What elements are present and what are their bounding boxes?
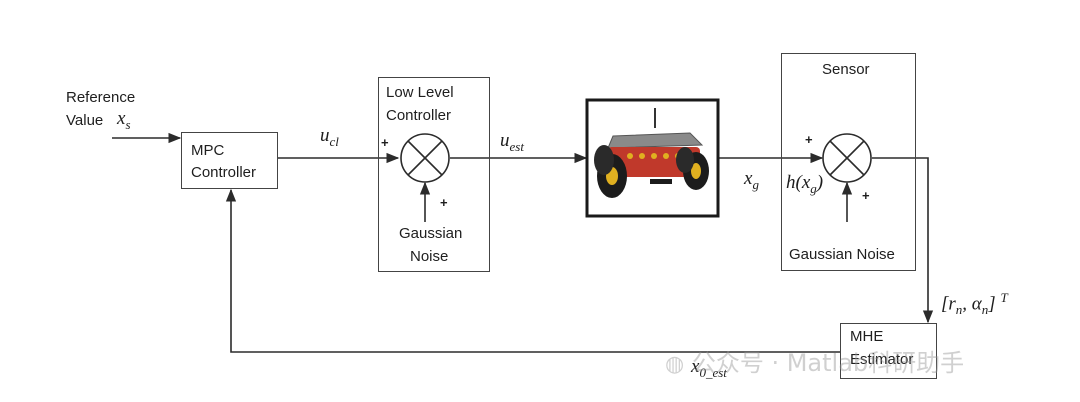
noise1-label-line1: Gaussian	[399, 225, 463, 242]
xg-signal-label: xg	[744, 168, 759, 192]
feedback-arrow	[225, 188, 840, 353]
plus-sign-sum2-left: +	[805, 132, 813, 147]
summing-junction-2	[822, 133, 872, 183]
sensor-noise-label: Gaussian Noise	[789, 246, 895, 263]
mhe-estimator-block	[840, 323, 937, 379]
low-level-label-line1: Low Level	[386, 84, 454, 101]
sensor-block	[781, 53, 916, 271]
noise1-label-line2: Noise	[410, 248, 449, 265]
xs-symbol: xs	[117, 108, 131, 132]
mpc-controller-block	[181, 132, 278, 189]
plus-sign-sum2-bottom: +	[862, 188, 870, 203]
value-label: Value	[66, 112, 104, 129]
watermark-text: ◍ 公众号 · Matlab科研助手	[665, 349, 965, 377]
uest-signal-label: uest	[500, 130, 524, 154]
measurement-arrow	[872, 157, 934, 324]
x0est-signal-label: x0_est	[691, 356, 727, 380]
mhe-label-line1: MHE	[850, 328, 884, 345]
low-level-label-line2: Controller	[386, 107, 452, 124]
reference-label: Reference	[66, 89, 136, 106]
mhe-label-line2: Estimator	[850, 351, 914, 368]
plus-sign-sum1-left: +	[381, 135, 389, 150]
plus-sign-sum1-bottom: +	[440, 195, 448, 210]
mpc-label-line2: Controller	[191, 164, 257, 181]
mpc-label-line1: MPC	[191, 142, 225, 159]
wechat-icon: ◍	[665, 352, 685, 377]
hxg-signal-label: h(xg)	[786, 172, 824, 196]
summing-junction-1	[400, 133, 450, 183]
low-level-controller-block	[378, 77, 490, 272]
ucl-signal-label: ucl	[320, 125, 339, 149]
sensor-title: Sensor	[822, 61, 870, 78]
measurement-signal-label: [rn, αn] T	[941, 290, 1008, 318]
robot-image	[585, 98, 720, 218]
